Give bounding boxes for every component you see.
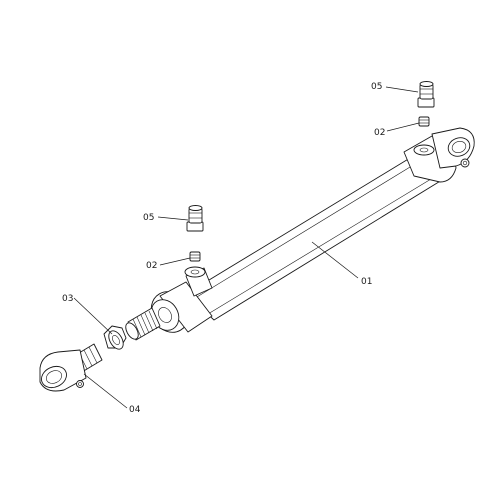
callout-04: 04	[129, 405, 141, 415]
callout-05-top: 05	[371, 82, 382, 92]
cylinder-barrel	[150, 133, 457, 333]
callout-02-top: 02	[374, 128, 385, 138]
rod-end-eye	[39, 343, 103, 392]
sealing-plug-mid	[189, 251, 201, 262]
callout-01: 01	[361, 277, 372, 287]
leader-lines	[73, 86, 420, 409]
callout-02-mid: 02	[146, 261, 157, 271]
callout-labels: 01 05 02 05 02 03 04	[62, 82, 385, 415]
sealing-plug-top	[418, 116, 430, 127]
rear-clevis-eye	[431, 127, 475, 169]
leader-05-top	[385, 86, 419, 93]
hose-fitting-mid	[186, 205, 204, 232]
callout-03: 03	[62, 294, 73, 304]
leader-02-mid	[159, 257, 191, 266]
leader-02-top	[386, 122, 420, 132]
leader-05-mid	[157, 216, 189, 221]
callout-05-mid: 05	[143, 213, 154, 223]
hose-fitting-top	[417, 81, 435, 108]
leader-01	[311, 241, 359, 279]
leader-03	[73, 297, 113, 335]
leader-04	[83, 373, 128, 409]
piston-rod	[125, 307, 161, 341]
